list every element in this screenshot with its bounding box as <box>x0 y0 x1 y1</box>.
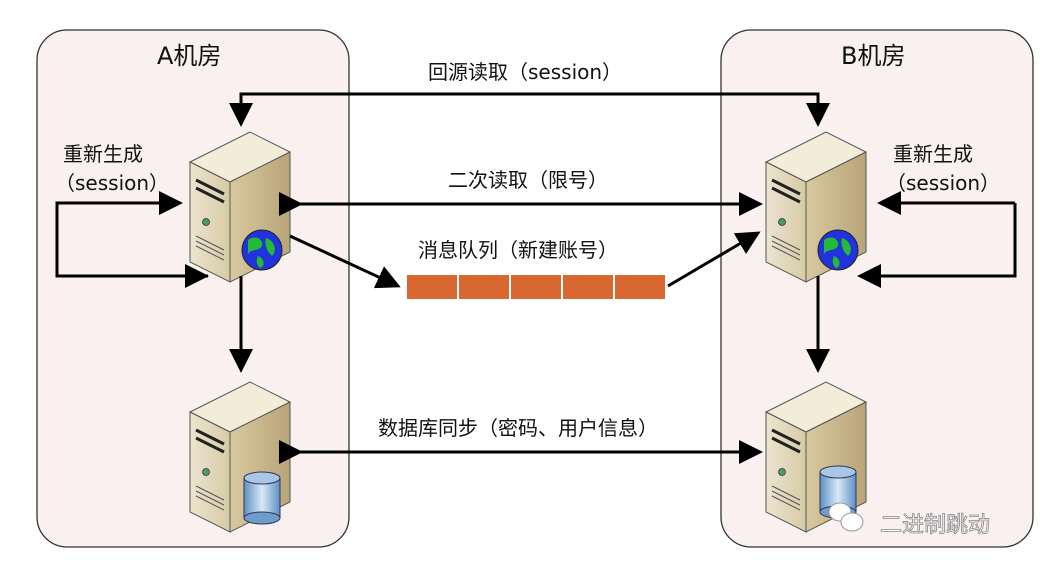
regen-b-line1: 重新生成 <box>893 142 973 166</box>
regen-a-line2: （session） <box>55 171 170 195</box>
wechat-icon <box>828 502 864 532</box>
arrow-mq-in <box>289 234 401 289</box>
globe-icon <box>817 229 859 271</box>
regen-a-line1: 重新生成 <box>63 142 143 166</box>
arrow-regen-b <box>857 203 1017 288</box>
origin-read-label: 回源读取（session） <box>428 60 623 84</box>
watermark-text: 二进制跳动 <box>880 513 991 539</box>
room-b-title: B机房 <box>841 42 906 70</box>
queue-segment <box>563 275 613 299</box>
arrow-mq-out <box>667 231 761 288</box>
queue-segment <box>615 275 665 299</box>
queue-segment <box>511 275 561 299</box>
message-queue <box>407 275 665 299</box>
room-a-title: A机房 <box>157 42 222 70</box>
globe-icon <box>241 229 283 271</box>
database-icon <box>243 471 281 525</box>
second-read-label: 二次读取（限号） <box>448 168 608 192</box>
mq-label: 消息队列（新建账号） <box>418 238 618 262</box>
regen-b-line2: （session） <box>886 171 1001 195</box>
db-sync-label: 数据库同步（密码、用户信息） <box>378 416 658 440</box>
queue-segment <box>459 275 509 299</box>
queue-segment <box>407 275 457 299</box>
